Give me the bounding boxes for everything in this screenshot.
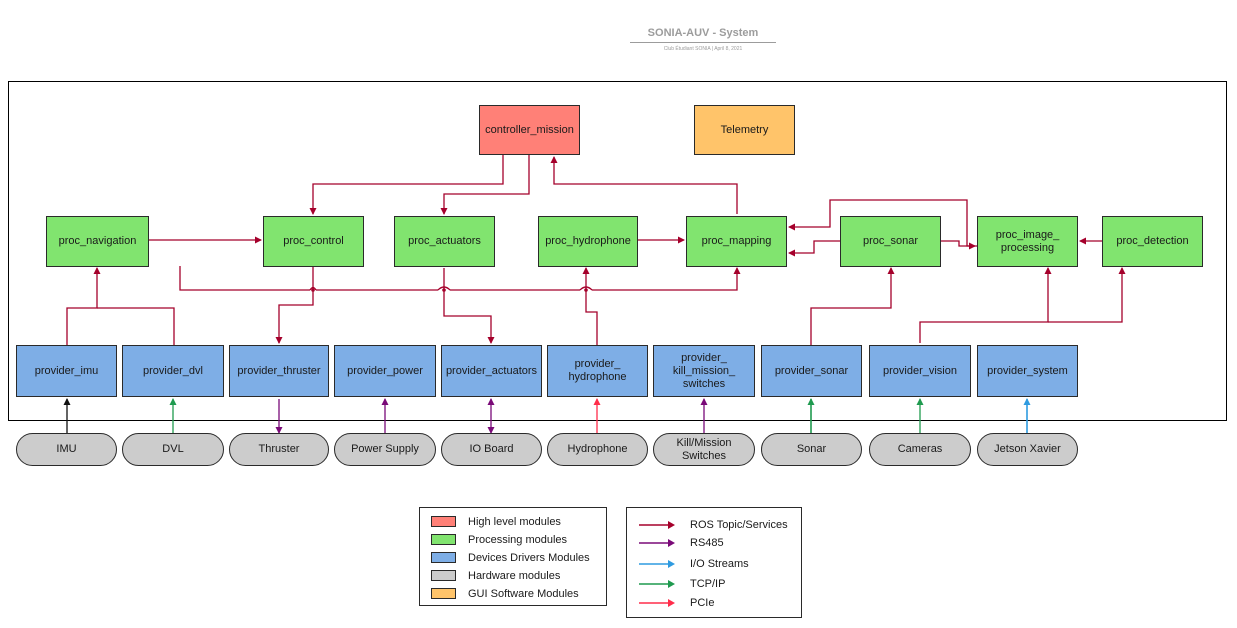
legend-item-processing: Processing modules [431,533,567,546]
module-proc-mapping: proc_mapping [686,216,787,267]
module-controller-mission: controller_mission [479,105,580,155]
hardware-sonar: Sonar [761,433,862,466]
legend-arrow-pcie [639,599,675,607]
legend-arrow-io-streams [639,560,675,568]
module-proc-hydrophone: proc_hydrophone [538,216,638,267]
wire-provider-hydrophone-to-proc [582,267,598,345]
wire-sonar-to-imageproc [941,240,976,250]
module-telemetry: Telemetry [694,105,795,155]
module-proc-detection: proc_detection [1102,216,1203,267]
hardware-dvl: DVL [122,433,224,466]
module-provider-vision: provider_vision [869,345,971,397]
title-divider [630,42,776,43]
wire-mission-to-actuators [440,155,530,215]
hardware-imu: IMU [16,433,117,466]
wire-mapping-to-mission [550,156,738,214]
module-provider-thruster: provider_thruster [229,345,329,397]
legend-item-pcie: PCIe [638,596,714,610]
hardware-power-supply: Power Supply [334,433,436,466]
legend-label-io-streams: I/O Streams [690,558,749,570]
hardware-thruster: Thruster [229,433,329,466]
junction-dots [311,288,588,292]
legend-swatch-hardware [431,570,456,581]
legend-swatch-gui [431,588,456,599]
wire-sonar-to-mapping [788,240,840,257]
wire-navigation-to-mapping [179,266,737,291]
legend-item-rs485: RS485 [638,536,724,550]
legend-arrow-ros [639,521,675,529]
legend-label-device-drivers: Devices Drivers Modules [468,551,590,564]
legend-label-pcie: PCIe [690,597,715,609]
wire-vision-to-imageproc [919,267,1052,343]
wire-control-to-thruster [275,266,314,344]
wire-actuators-to-provider [443,268,495,344]
legend-arrow-rs485 [639,539,675,547]
legend-item-io-streams: I/O Streams [638,557,749,571]
module-provider-power: provider_power [334,345,436,397]
legend-item-device-drivers: Devices Drivers Modules [431,551,590,564]
module-proc-actuators: proc_actuators [394,216,495,267]
hardware-cameras: Cameras [869,433,971,466]
legend-swatch-processing [431,534,456,545]
wire-dvl-to-navigation [97,307,175,345]
module-proc-control: proc_control [263,216,364,267]
module-proc-image-processing: proc_image_ processing [977,216,1078,267]
hardware-jetson-xavier: Jetson Xavier [977,433,1078,466]
wire-provider-sonar-to-proc [810,267,895,345]
wire-imu-to-navigation [66,267,101,345]
legend-swatch-high-level [431,516,456,527]
wire-mission-to-control [309,155,504,215]
module-provider-kill-mission-switches: provider_ kill_mission_ switches [653,345,755,397]
legend-item-gui: GUI Software Modules [431,587,579,600]
legend-label-processing: Processing modules [468,533,568,546]
legend-arrow-tcpip [639,580,675,588]
diagram-title: SONIA-AUV - System [647,27,759,39]
module-provider-imu: provider_imu [16,345,117,397]
hardware-io-board: IO Board [441,433,542,466]
legend-label-gui: GUI Software Modules [468,587,579,600]
wire-vision-to-detection [1048,267,1126,323]
legend-item-tcpip: TCP/IP [638,577,725,591]
module-proc-navigation: proc_navigation [46,216,149,267]
hardware-kill-mission-switches: Kill/Mission Switches [653,433,755,466]
legend-label-ros: ROS Topic/Services [690,519,788,531]
module-provider-hydrophone: provider_ hydrophone [547,345,648,397]
legend-label-hardware: Hardware modules [468,569,561,582]
diagram-subtitle: Club Étudiant SONIA | April 8, 2021 [663,46,743,52]
module-provider-dvl: provider_dvl [122,345,224,397]
system-frame [8,81,1227,421]
module-provider-system: provider_system [977,345,1078,397]
legend-item-hardware: Hardware modules [431,569,560,582]
module-provider-sonar: provider_sonar [761,345,862,397]
legend-item-high-level: High level modules [431,515,561,528]
module-provider-actuators: provider_actuators [441,345,542,397]
legend-swatch-device-drivers [431,552,456,563]
legend-label-tcpip: TCP/IP [690,578,726,590]
diagram-header: SONIA-AUV - System Club Étudiant SONIA |… [630,26,776,53]
legend-item-ros: ROS Topic/Services [638,518,788,532]
module-proc-sonar: proc_sonar [840,216,941,267]
module-legend: High level modules Processing modules De… [419,507,607,606]
link-legend: ROS Topic/Services RS485 I/O Streams TCP… [626,507,802,618]
legend-label-high-level: High level modules [468,515,561,528]
hardware-hydrophone: Hydrophone [547,433,648,466]
legend-label-rs485: RS485 [690,537,724,549]
